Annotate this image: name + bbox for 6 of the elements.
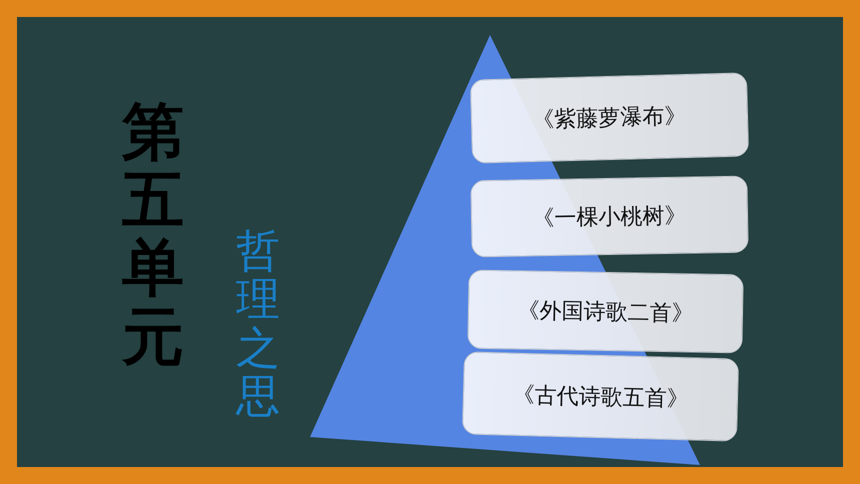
title-card: 《外国诗歌二首》 <box>467 270 744 354</box>
title-card: 《一棵小桃树》 <box>470 176 749 258</box>
title-card: 《古代诗歌五首》 <box>462 351 740 442</box>
vertical-title: 第五单元 <box>122 98 184 371</box>
title-card: 《紫藤萝瀑布》 <box>470 72 750 164</box>
vertical-subtitle: 哲理之思 <box>236 228 280 422</box>
